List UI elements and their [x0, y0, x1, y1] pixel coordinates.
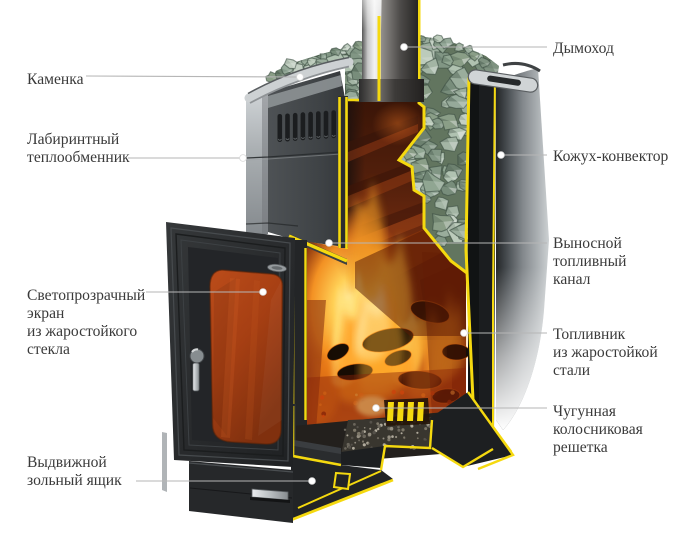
svg-text:Выносной: Выносной: [553, 235, 622, 252]
svg-text:канал: канал: [553, 271, 591, 288]
svg-text:зольный ящик: зольный ящик: [27, 472, 122, 489]
svg-text:Кожух-конвектор: Кожух-конвектор: [553, 148, 668, 165]
svg-text:топливный: топливный: [553, 253, 626, 270]
svg-text:Лабиринтный: Лабиринтный: [27, 131, 119, 148]
svg-text:стекла: стекла: [27, 341, 70, 358]
svg-text:колосниковая: колосниковая: [553, 421, 643, 438]
svg-text:Выдвижной: Выдвижной: [27, 454, 107, 471]
svg-text:решетка: решетка: [553, 439, 608, 456]
svg-text:Чугунная: Чугунная: [553, 403, 616, 420]
svg-text:экран: экран: [27, 305, 64, 322]
svg-text:Дымоход: Дымоход: [553, 40, 614, 57]
svg-text:из жаростойкой: из жаростойкой: [553, 344, 658, 361]
svg-text:из жаростойкого: из жаростойкого: [27, 323, 137, 340]
svg-text:Светопрозрачный: Светопрозрачный: [27, 287, 145, 304]
svg-text:стали: стали: [553, 362, 590, 379]
svg-text:Топливник: Топливник: [553, 326, 626, 343]
svg-text:теплообменник: теплообменник: [27, 149, 130, 166]
svg-text:Каменка: Каменка: [27, 71, 84, 88]
